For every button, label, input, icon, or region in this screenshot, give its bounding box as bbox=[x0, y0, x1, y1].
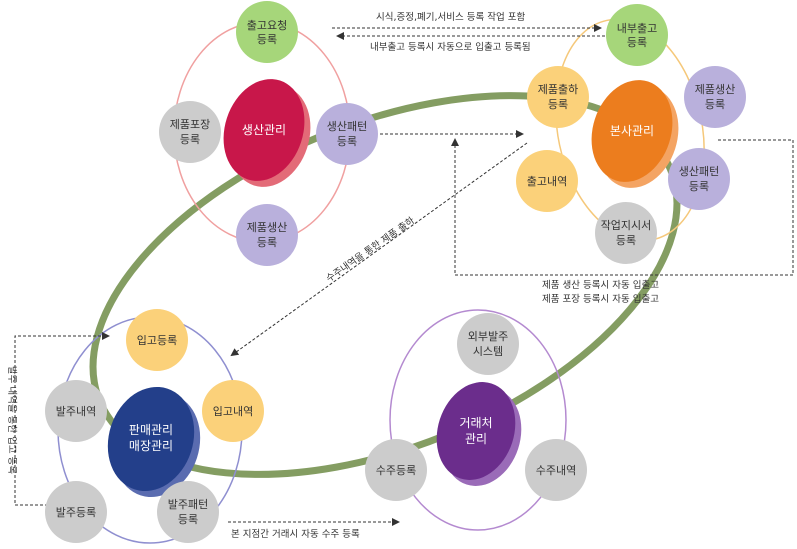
svg-text:수주등록: 수주등록 bbox=[376, 464, 416, 477]
svg-text:작업지시서: 작업지시서 bbox=[601, 219, 652, 232]
hub-headquarters[interactable]: 본사관리 bbox=[579, 69, 691, 198]
node-sales-order-history[interactable]: 수주내역 bbox=[525, 439, 587, 501]
hub-sales-label-1: 판매관리 bbox=[129, 423, 173, 437]
node-production-pattern-a[interactable]: 생산패턴 등록 bbox=[316, 103, 378, 165]
svg-text:생산패턴: 생산패턴 bbox=[327, 120, 367, 133]
node-product-packaging[interactable]: 제품포장 등록 bbox=[159, 101, 221, 163]
node-work-instruction[interactable]: 작업지시서 등록 bbox=[595, 202, 657, 264]
note-left-vertical: 발주 내역을 통한 입고 등록 bbox=[6, 366, 18, 474]
note-bottom: 본 지점간 거래시 자동 수주 등록 bbox=[231, 528, 360, 540]
note-top-left: 내부출고 등록시 자동으로 입출고 등록됨 bbox=[370, 41, 531, 53]
note-top-right: 시식,증정,폐기,서비스 등록 작업 포함 bbox=[376, 11, 525, 23]
node-order-pattern[interactable]: 발주패턴 등록 bbox=[157, 481, 219, 543]
svg-text:생산패턴: 생산패턴 bbox=[679, 165, 719, 178]
node-shipment-history[interactable]: 출고내역 bbox=[516, 150, 578, 212]
node-sales-order-registration[interactable]: 수주등록 bbox=[365, 439, 427, 501]
svg-text:제품포장: 제품포장 bbox=[170, 118, 210, 131]
svg-text:발주패턴: 발주패턴 bbox=[168, 498, 208, 511]
svg-text:제품출하: 제품출하 bbox=[538, 82, 578, 96]
node-production-pattern-b[interactable]: 생산패턴 등록 bbox=[668, 148, 730, 210]
svg-text:출고요청: 출고요청 bbox=[247, 19, 287, 32]
hub-sales-label-2: 매장관리 bbox=[129, 439, 173, 453]
svg-text:입고내역: 입고내역 bbox=[213, 405, 253, 418]
svg-text:등록: 등록 bbox=[627, 36, 647, 49]
svg-text:등록: 등록 bbox=[689, 180, 709, 193]
node-internal-shipment[interactable]: 내부출고 등록 bbox=[606, 4, 668, 66]
node-product-production-a[interactable]: 제품생산 등록 bbox=[236, 204, 298, 266]
svg-text:발주내역: 발주내역 bbox=[56, 405, 96, 418]
note-hq-auto-2: 제품 포장 등록시 자동 입출고 bbox=[542, 293, 659, 305]
svg-text:시스템: 시스템 bbox=[473, 345, 503, 358]
hub-sales[interactable]: 판매관리 매장관리 bbox=[95, 376, 214, 509]
node-product-production-b[interactable]: 제품생산 등록 bbox=[684, 66, 746, 128]
node-receiving-history[interactable]: 입고내역 bbox=[202, 380, 264, 442]
note-hq-auto-1: 제품 생산 등록시 자동 입출고 bbox=[542, 279, 659, 291]
svg-text:등록: 등록 bbox=[257, 236, 277, 249]
hub-headquarters-label: 본사관리 bbox=[610, 124, 654, 138]
svg-text:제품생산: 제품생산 bbox=[695, 83, 735, 96]
svg-text:내부출고: 내부출고 bbox=[617, 22, 657, 35]
svg-text:출고내역: 출고내역 bbox=[527, 175, 567, 188]
partner-loop bbox=[389, 309, 567, 531]
hub-partner-label-1: 거래처 bbox=[459, 416, 492, 430]
svg-text:제품생산: 제품생산 bbox=[247, 221, 287, 234]
hub-production-label: 생산관리 bbox=[242, 123, 286, 137]
svg-text:외부발주: 외부발주 bbox=[468, 330, 508, 343]
node-order-registration[interactable]: 발주등록 bbox=[45, 481, 107, 543]
arrow-hq-auto-loop bbox=[451, 138, 794, 276]
arrow-diagonal bbox=[230, 142, 528, 357]
hub-production[interactable]: 생산관리 bbox=[211, 68, 323, 197]
hub-partner[interactable]: 거래처 관리 bbox=[424, 372, 533, 497]
svg-text:등록: 등록 bbox=[257, 33, 277, 46]
node-receiving-registration[interactable]: 입고등록 bbox=[126, 309, 188, 371]
svg-text:등록: 등록 bbox=[705, 98, 725, 111]
svg-text:입고등록: 입고등록 bbox=[137, 334, 177, 347]
node-external-order-system[interactable]: 외부발주 시스템 bbox=[457, 313, 519, 375]
svg-text:등록: 등록 bbox=[337, 135, 357, 148]
arrow-left-loop bbox=[14, 332, 110, 506]
hub-partner-label-2: 관리 bbox=[465, 432, 487, 446]
node-shipment-request[interactable]: 출고요청 등록 bbox=[236, 1, 298, 63]
svg-text:등록: 등록 bbox=[616, 234, 636, 247]
node-order-history-a[interactable]: 발주내역 bbox=[45, 380, 107, 442]
node-product-shipping[interactable]: 제품출하 등록 bbox=[527, 66, 589, 128]
svg-text:발주등록: 발주등록 bbox=[56, 506, 96, 519]
svg-text:등록: 등록 bbox=[180, 133, 200, 146]
svg-text:등록: 등록 bbox=[548, 98, 568, 111]
note-diagonal: 수주내역을 통한 제품 출하 bbox=[324, 214, 417, 284]
svg-text:수주내역: 수주내역 bbox=[536, 464, 576, 477]
svg-text:등록: 등록 bbox=[178, 513, 198, 526]
